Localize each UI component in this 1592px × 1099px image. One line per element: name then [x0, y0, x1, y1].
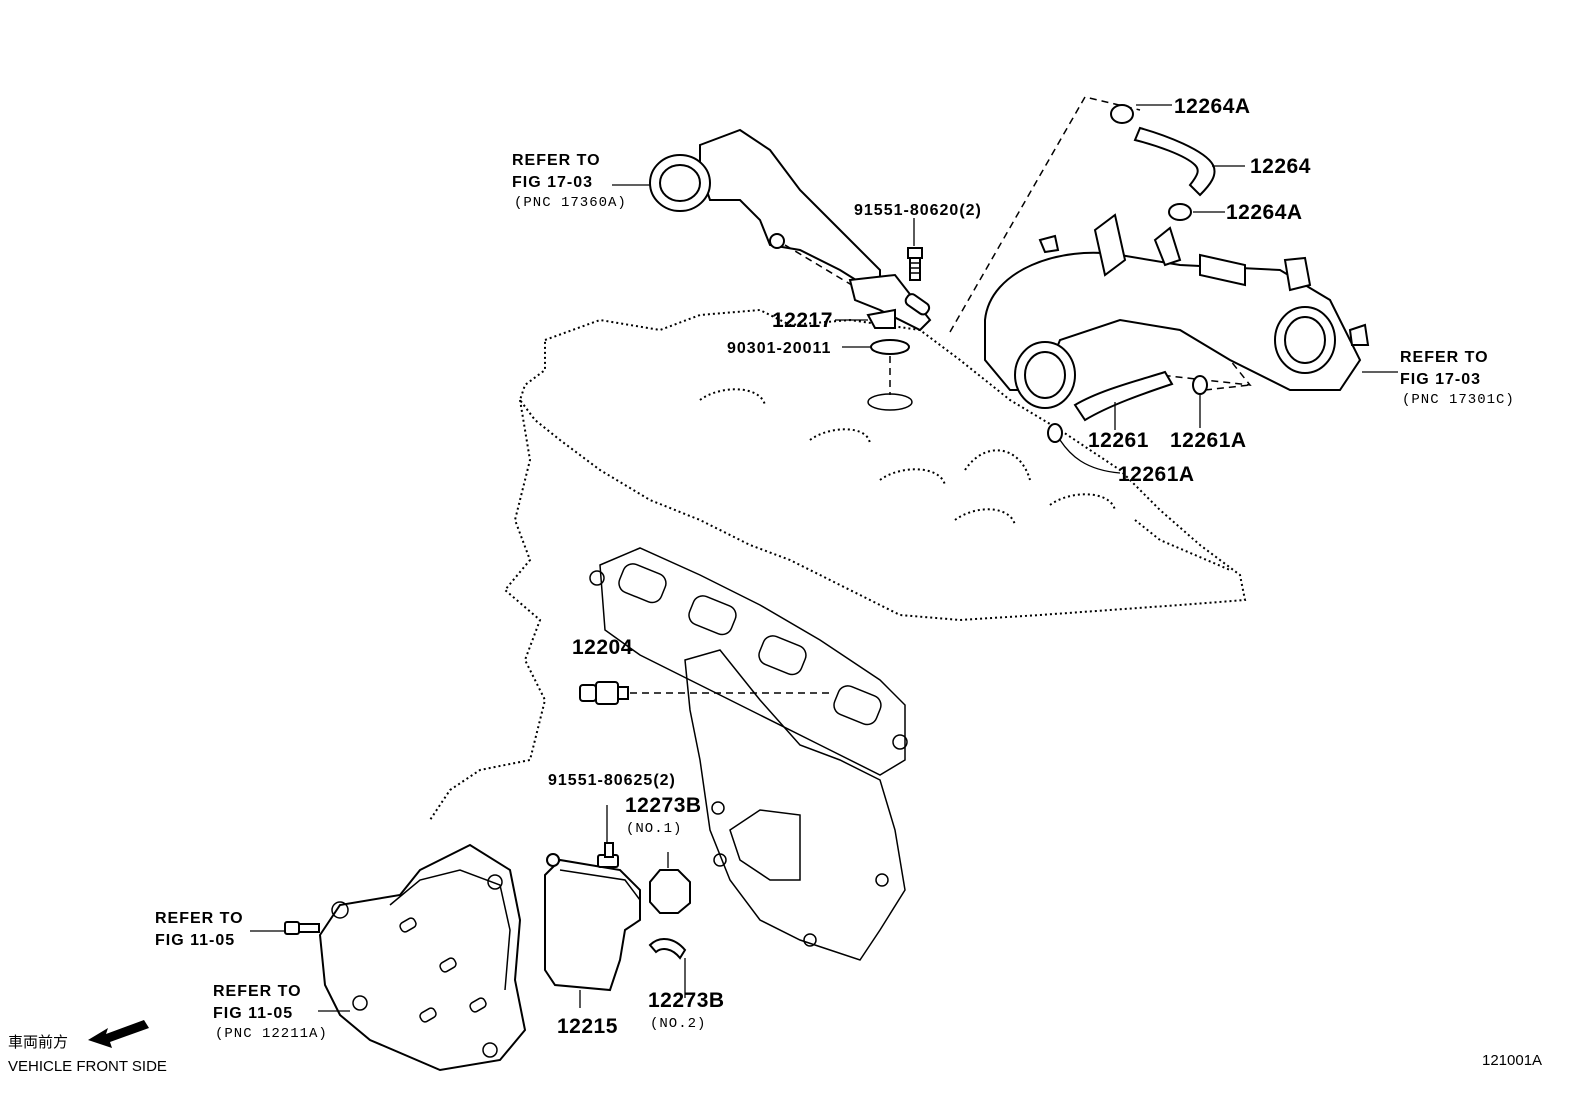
ref-top-left-line2: FIG 17-03: [512, 174, 593, 191]
exhaust-manifold-gasket: [589, 547, 908, 776]
label-12273B-no1: 12273B: [625, 794, 702, 817]
label-12215: 12215: [557, 1015, 618, 1038]
bolt-cover: [250, 921, 320, 935]
label-91551-80625: 91551-80625(2): [548, 772, 676, 789]
label-12261A-right: 12261A: [1170, 429, 1247, 452]
gasket-12273B-no1: [649, 852, 691, 914]
ref-right-line3: (PNC 17301C): [1402, 392, 1515, 408]
ref-top-left-line1: REFER TO: [512, 152, 601, 169]
water-outlet-housing: [649, 128, 881, 297]
hose-12264: [1133, 126, 1216, 197]
label-12264A-top: 12264A: [1174, 95, 1251, 118]
reference-labels: REFER TO FIG 17-03 (PNC 17360A) REFER TO…: [155, 152, 1515, 1042]
plug-12204: [579, 681, 830, 705]
hose-clip-12261A: [1047, 375, 1251, 443]
label-12204: 12204: [572, 636, 633, 659]
label-12264: 12264: [1250, 155, 1311, 178]
timing-chain-cover: [318, 843, 527, 1072]
ref-right-line2: FIG 17-03: [1400, 371, 1481, 388]
front-arrow-icon: [88, 1020, 149, 1048]
engine-block-outline: [429, 308, 1247, 821]
water-inlet-assembly: [984, 213, 1370, 409]
label-12273B-no2: 12273B: [648, 989, 725, 1012]
cover-12215: [544, 853, 641, 1008]
leader-lines: [612, 165, 1398, 474]
bolt-91551-80620: [907, 218, 923, 281]
hose-12261: [1073, 370, 1174, 422]
ref-bottom-cover-line1: REFER TO: [213, 983, 302, 1000]
o-ring-90301-20011: [867, 339, 913, 411]
water-bypass-pipe-12217: [848, 273, 932, 332]
hose-clip-12264A-top: [1110, 104, 1172, 124]
label-no1: (NO.1): [626, 821, 682, 837]
label-12217: 12217: [772, 309, 833, 332]
label-90301-20011: 90301-20011: [727, 340, 831, 357]
ref-bottom-cover-line3: (PNC 12211A): [215, 1026, 328, 1042]
ref-top-left-line3: (PNC 17360A): [514, 195, 627, 211]
gasket-12273B-no2: [648, 938, 687, 998]
label-12264A-mid: 12264A: [1226, 201, 1303, 224]
label-no2: (NO.2): [650, 1016, 706, 1032]
ref-right-line1: REFER TO: [1400, 349, 1489, 366]
ref-bottom-bolt-line1: REFER TO: [155, 910, 244, 927]
ref-bottom-cover-line2: FIG 11-05: [213, 1005, 293, 1022]
vehicle-front-jp: 車両前方: [8, 1034, 68, 1051]
vehicle-front-en: VEHICLE FRONT SIDE: [8, 1058, 167, 1075]
hose-clip-12264A-mid: [1168, 203, 1225, 221]
part-labels: 12264A 12264 12264A 91551-80620(2) 12217…: [548, 95, 1311, 1038]
bolt-91551-80625: [597, 805, 619, 868]
ref-bottom-bolt-line2: FIG 11-05: [155, 932, 235, 949]
label-12261A-low: 12261A: [1118, 463, 1195, 486]
label-12261: 12261: [1088, 429, 1149, 452]
figure-id: 121001A: [1482, 1052, 1542, 1069]
timing-cover-gasket: [684, 649, 906, 961]
front-direction-indicator: 車両前方 VEHICLE FRONT SIDE: [8, 1020, 167, 1075]
label-91551-80620: 91551-80620(2): [854, 202, 982, 219]
